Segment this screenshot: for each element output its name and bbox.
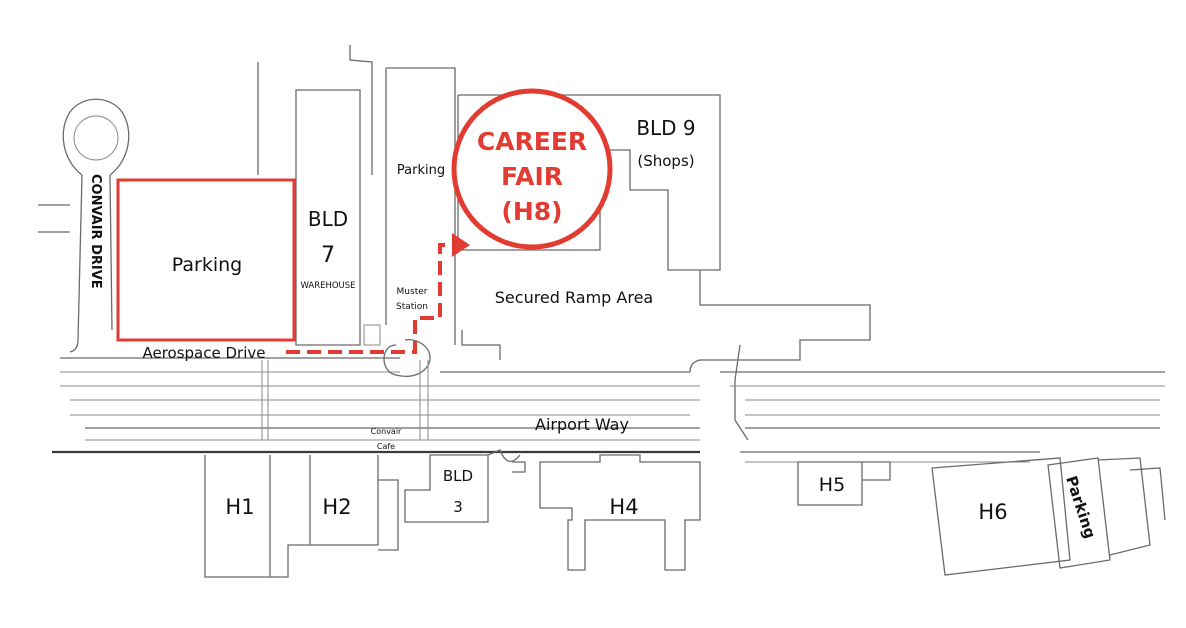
parking-center-label: Parking	[397, 163, 445, 178]
h1-label: H1	[225, 495, 254, 519]
bld7-label-line1: BLD	[308, 207, 348, 231]
muster-station-label-line1: Muster	[397, 287, 428, 297]
route-arrow-icon	[452, 233, 470, 257]
map-linework	[38, 45, 1166, 578]
bld3-label-line1: BLD	[443, 467, 473, 485]
bld9-label: BLD 9	[636, 116, 695, 140]
h4-label: H4	[609, 495, 638, 519]
h6-label: H6	[978, 500, 1007, 524]
career-fair-marker[interactable]	[451, 88, 613, 250]
bld7-sublabel: WAREHOUSE	[300, 281, 355, 291]
route-dashed-line	[286, 243, 456, 354]
bld7-label-line2: 7	[321, 243, 335, 268]
parking-main-label: Parking	[172, 254, 242, 276]
muster-station-label-line2: Station	[396, 302, 428, 312]
bld9-sublabel: (Shops)	[637, 152, 694, 170]
bld3-label-line2: 3	[453, 498, 463, 516]
career-fair-label-line2: FAIR	[501, 162, 563, 191]
airport-way-label: Airport Way	[535, 415, 629, 434]
secured-ramp-area-label: Secured Ramp Area	[495, 288, 653, 307]
convair-drive-label: CONVAIR DRIVE	[88, 174, 103, 289]
convair-cafe-label-line1: Convair	[371, 427, 402, 436]
career-fair-label-line1: CAREER	[477, 127, 587, 156]
aerospace-drive-label: Aerospace Drive	[142, 344, 265, 362]
convair-cafe-label-line2: Cafe	[377, 442, 395, 451]
h5-label: H5	[819, 474, 845, 496]
parking-lot-highlight[interactable]	[116, 178, 296, 342]
h2-label: H2	[322, 495, 351, 519]
career-fair-label-line3: (H8)	[501, 197, 562, 226]
